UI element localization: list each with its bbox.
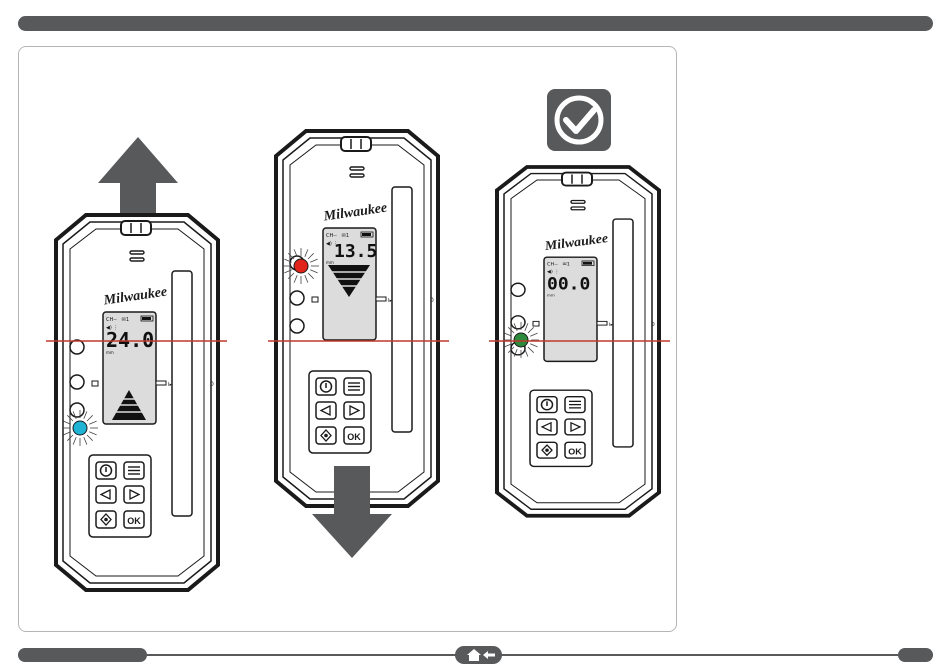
receiver-middle: Milwaukee 13.5 mm [276, 131, 438, 506]
check-badge-icon [547, 89, 611, 151]
led-green [503, 322, 539, 358]
led-red [283, 248, 319, 284]
back-arrow-icon[interactable] [483, 651, 495, 659]
footer-nav [0, 645, 950, 667]
footer-right-pill [898, 648, 933, 662]
lcd-unit-right: mm [547, 292, 555, 297]
lcd-unit-middle: mm [326, 260, 334, 265]
lcd-unit-left: mm [106, 350, 114, 355]
lcd-reading-left: 24.0 [106, 328, 154, 352]
home-icon[interactable] [467, 649, 481, 661]
led-blue [62, 410, 98, 446]
receiver-left: Milwaukee 24.0 mm [56, 215, 218, 590]
home-back-button[interactable] [455, 646, 502, 664]
lcd-reading-middle: 13.5 [334, 241, 377, 262]
footer-left-pill [18, 648, 147, 662]
